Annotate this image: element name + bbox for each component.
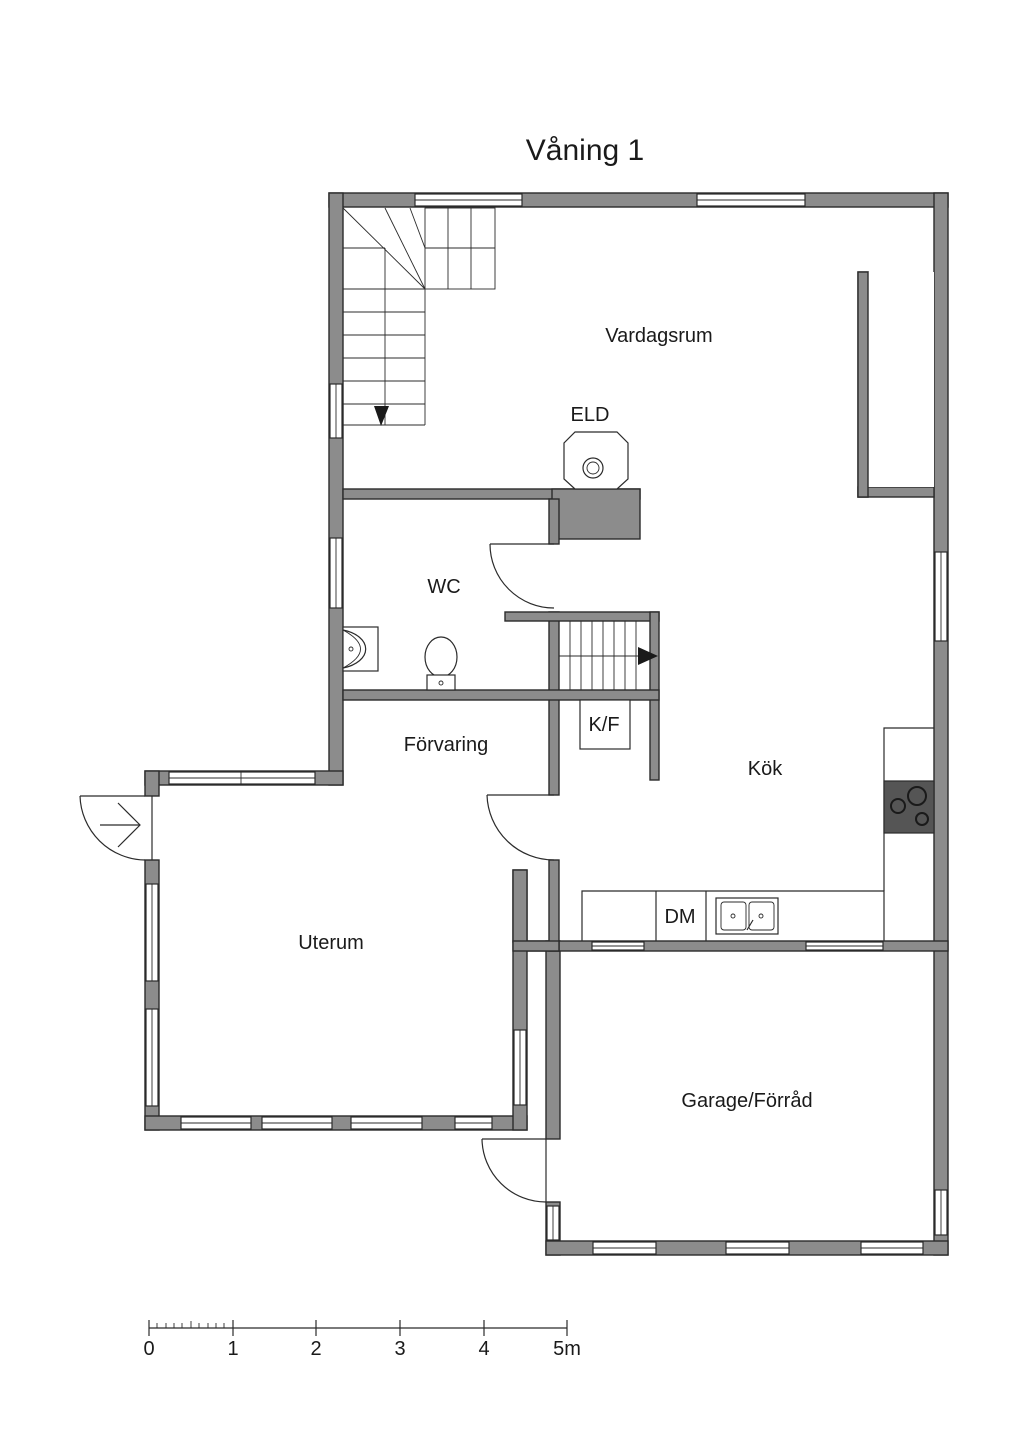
scale-label: 1 [227,1338,238,1360]
room-label-kf: K/F [588,714,619,736]
windows [145,193,948,1255]
room-label-forvaring: Förvaring [404,734,488,756]
room-label-wc: WC [427,576,460,598]
wall-wc-right-lower [548,611,560,796]
wc-sink [342,626,379,672]
wall-wc-bottom [342,689,660,701]
scale-label: 5m [553,1338,581,1360]
room-labels: Vardagsrum ELD WC Förvaring K/F Kök DM U… [298,325,812,1112]
wall-uterum-stub-h [512,940,560,952]
wall-right-inner-stub [857,271,869,498]
wall-uterum-left-a [144,770,160,797]
room-label-uterum: Uterum [298,932,364,954]
wall-right-stub-h [857,486,935,498]
scale-label: 3 [394,1338,405,1360]
scale-bar: 0 1 2 3 4 5m [143,1320,581,1360]
stove-burner-icon [890,798,906,814]
stair-arrow-down-icon [374,406,389,426]
toilet [424,636,458,691]
scale-label: 4 [478,1338,489,1360]
basement-stairs [558,620,658,691]
scale-label: 2 [310,1338,321,1360]
wall-right [933,192,949,1256]
wall-wc-right-upper [548,498,560,545]
kitchen-counter [581,727,934,941]
walls [144,192,949,1256]
wall-uterum-stub [512,869,528,943]
fireplace-icon [582,457,604,479]
entrance-arrow-icon [100,802,141,848]
plan-title: Våning 1 [526,134,644,167]
wall-garage-left [545,940,561,1140]
fireplace [563,431,629,490]
room-label-vardagsrum: Vardagsrum [605,325,712,347]
wall-left-upper [328,192,344,786]
wall-chimney [551,488,641,540]
stove [883,780,935,834]
doors [79,543,555,1203]
stove-burner-icon [907,786,927,806]
wall-kitchen-garage [526,940,949,952]
room-label-kok: Kök [748,758,783,780]
room-label-garage: Garage/Förråd [681,1090,812,1112]
room-label-dm: DM [664,906,695,928]
stove-burner-icon [915,812,929,826]
kitchen-sink [715,897,779,935]
fridge-freezer [579,699,631,750]
wall-forvaring-right [548,859,560,952]
room-label-eld: ELD [571,404,610,426]
wall-stair-top [504,611,660,622]
scale-label: 0 [143,1338,154,1360]
main-stairs [342,207,496,426]
stair-arrow-right-icon [638,647,658,665]
